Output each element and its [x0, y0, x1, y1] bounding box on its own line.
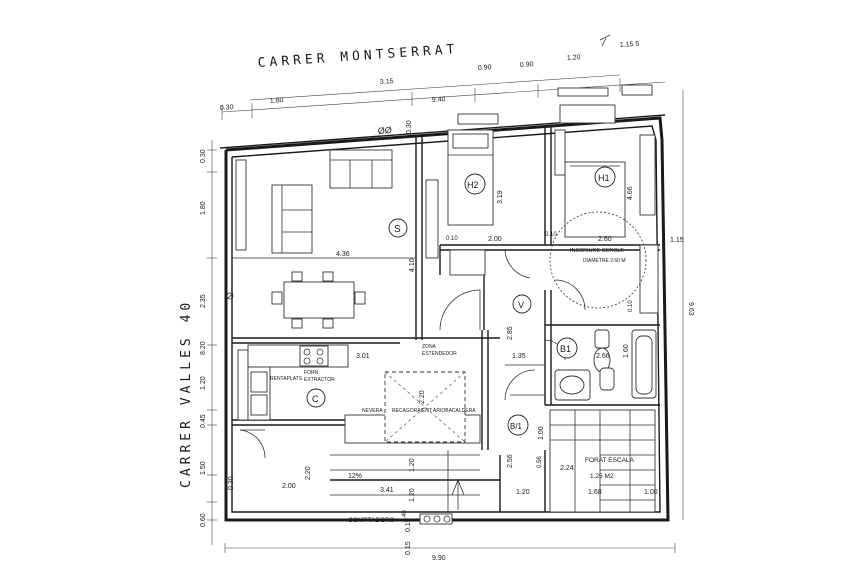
- dimension-top: 0.30 1.80 3.15 9.40 0.90 0.90 1.20 1.15 …: [220, 41, 666, 120]
- svg-text:0.40: 0.40: [402, 510, 408, 522]
- room-label-s: S: [394, 224, 401, 235]
- svg-text:4.10: 4.10: [409, 258, 416, 272]
- svg-text:0.45: 0.45: [200, 414, 207, 428]
- room-label-c: C: [312, 394, 319, 404]
- svg-text:1.00: 1.00: [644, 489, 658, 496]
- note-recalcador: RECAGORAIENT ARIOBACALDERA: [392, 408, 476, 414]
- svg-text:1.15 5: 1.15 5: [620, 41, 640, 49]
- closets: [449, 129, 656, 276]
- sofa-set: [271, 149, 393, 254]
- svg-text:0.30: 0.30: [220, 104, 234, 112]
- note-circle-1: INSCRIURE CERCLE: [570, 248, 624, 254]
- note-forat: FORAT ESCALA: [585, 457, 635, 464]
- room-label-v: V: [518, 300, 524, 310]
- svg-text:1.80: 1.80: [270, 97, 284, 105]
- note-slope: 12%: [348, 473, 362, 480]
- svg-text:1.80: 1.80: [200, 201, 207, 215]
- svg-text:1.20: 1.20: [409, 488, 416, 502]
- room-label-b1: B1: [560, 344, 571, 354]
- svg-text:2.66: 2.66: [596, 353, 610, 360]
- note-zona-1: ZONA: [422, 344, 437, 350]
- svg-text:2.00: 2.00: [488, 236, 502, 243]
- room-label-b1-alt: B/1: [510, 422, 523, 431]
- svg-text:9.63: 9.63: [687, 302, 694, 316]
- svg-text:2.56: 2.56: [507, 454, 514, 468]
- svg-text:0.60: 0.60: [200, 513, 207, 527]
- svg-text:2.24: 2.24: [560, 465, 574, 472]
- dimension-right: 1.15 9.63: [670, 90, 694, 520]
- svg-text:1.60: 1.60: [623, 344, 630, 358]
- svg-text:4.66: 4.66: [627, 186, 634, 200]
- svg-text:2.85: 2.85: [507, 326, 514, 340]
- street-top: CARRER MONTSERRAT: [257, 42, 459, 71]
- svg-text:3.15: 3.15: [380, 78, 394, 86]
- svg-text:1.35: 1.35: [512, 353, 526, 360]
- note-forn-1: FORN: [304, 370, 319, 376]
- dining-table: [271, 271, 366, 329]
- note-zona-2: ESTENDEDOR: [422, 351, 457, 357]
- svg-text:0.10: 0.10: [446, 236, 458, 242]
- note-forat-area: 1.25 M2: [590, 473, 614, 480]
- svg-text:0.56: 0.56: [537, 456, 543, 468]
- interior-walls: [232, 127, 660, 512]
- svg-text:3.01: 3.01: [356, 353, 370, 360]
- kitchen: [247, 344, 481, 444]
- svg-text:1.20: 1.20: [200, 376, 207, 390]
- svg-text:8.20: 8.20: [200, 341, 207, 355]
- note-nevera: NEVERA: [362, 408, 383, 414]
- bed-h2: [447, 129, 494, 226]
- svg-text:0.10: 0.10: [628, 300, 634, 312]
- svg-text:0.90: 0.90: [478, 64, 492, 72]
- svg-text:9.40: 9.40: [432, 96, 446, 104]
- note-circle-2: DIAMETRE 2.60 M: [583, 258, 626, 264]
- bathroom-fixtures: [554, 329, 657, 401]
- svg-text:2.60: 2.60: [598, 236, 612, 243]
- note-rentaplats: RENTAPLATS: [270, 376, 303, 382]
- svg-text:3.19: 3.19: [497, 190, 504, 204]
- svg-text:1.50: 1.50: [200, 461, 207, 475]
- windows: [235, 84, 659, 421]
- svg-text:1.20: 1.20: [567, 54, 581, 62]
- svg-text:2.20: 2.20: [305, 466, 312, 480]
- dimension-bottom: 0.15 0.15 9.90: [224, 518, 676, 562]
- note-comptadors: COMPTADORS: [348, 517, 395, 524]
- room-labels: S H2 H1 V B1 C B/1: [306, 166, 616, 436]
- svg-text:0.90: 0.90: [520, 61, 534, 69]
- svg-text:9.90: 9.90: [432, 555, 446, 562]
- plan-notes: INSCRIURE CERCLE DIAMETRE 2.60 M FORAT E…: [270, 125, 635, 524]
- room-label-h1: H1: [598, 173, 610, 183]
- svg-text:2.00: 2.00: [282, 483, 296, 490]
- stairs: [330, 409, 656, 513]
- dimension-left: 0.30 1.80 2.35 8.20 1.20 0.45 1.50 0.30 …: [200, 140, 235, 545]
- svg-text:4.36: 4.36: [336, 251, 350, 258]
- svg-text:2.20: 2.20: [419, 390, 426, 404]
- svg-text:0.30: 0.30: [200, 149, 207, 163]
- room-label-h2: H2: [467, 180, 479, 190]
- svg-text:1.20: 1.20: [409, 458, 416, 472]
- svg-text:0.15: 0.15: [405, 541, 412, 555]
- svg-text:3.41: 3.41: [380, 487, 394, 494]
- svg-text:0.30: 0.30: [406, 120, 413, 134]
- turning-circle: [549, 211, 647, 309]
- note-forn-2: EXTRACTOR: [304, 377, 335, 383]
- interior-dimensions: 0.30 3.19 0.10 2.00 2.60 4.66 4.36 4.10 …: [282, 120, 658, 522]
- svg-text:1.68: 1.68: [588, 489, 602, 496]
- svg-text:0.15: 0.15: [405, 518, 412, 532]
- svg-text:1.00: 1.00: [538, 426, 545, 440]
- svg-text:1.20: 1.20: [516, 489, 530, 496]
- svg-text:1.15: 1.15: [670, 237, 684, 244]
- decorative-marks: [226, 34, 611, 300]
- svg-text:2.35: 2.35: [200, 294, 207, 308]
- street-left: CARRER VALLES 40: [179, 299, 194, 488]
- meters: [419, 513, 453, 525]
- svg-text:0.10: 0.10: [545, 232, 557, 238]
- note-oo: ØØ: [377, 125, 392, 136]
